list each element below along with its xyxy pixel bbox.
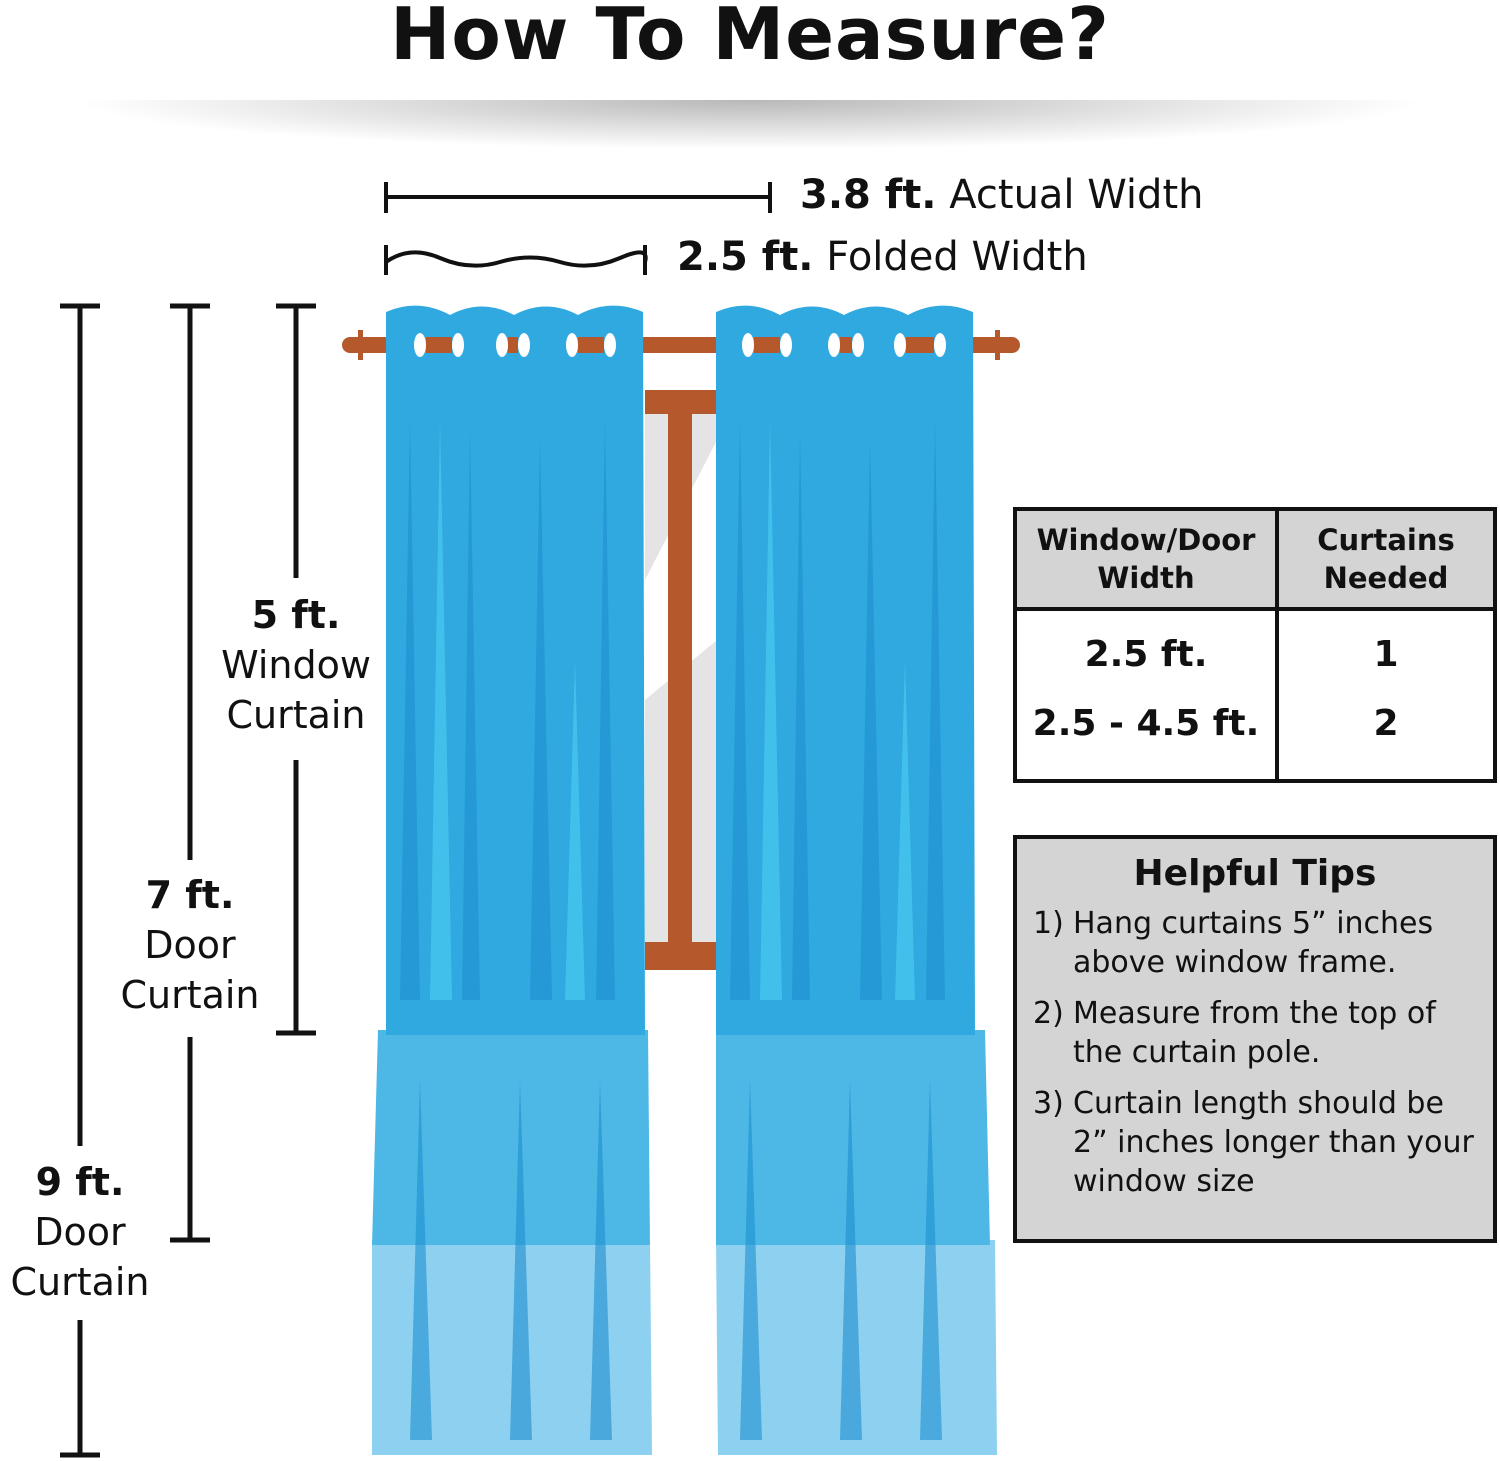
left-curtain [372,305,652,1455]
length-label-9ft: 9 ft. Door Curtain [0,1157,170,1307]
tip-number: 2) [1033,996,1064,1031]
folded-width-marker [384,245,648,275]
tip-number: 3) [1033,1086,1064,1121]
tips-title: Helpful Tips [1133,853,1377,894]
cell-count: 2 [1275,687,1497,781]
tip-text: Curtain length should be 2” inches longe… [1073,1086,1474,1199]
tip-number: 1) [1033,906,1064,941]
length-value: 7 ft. [145,873,235,917]
header-text: Window/Door [1036,523,1256,557]
tip-text: Hang curtains 5” inches above window fra… [1073,906,1434,980]
cell-width: 2.5 ft. [1013,609,1279,688]
header-text: Width [1097,561,1195,595]
length-value: 9 ft. [35,1160,125,1204]
tip-item: 2) Measure from the top of the curtain po… [1033,994,1483,1072]
length-type: Curtain [226,693,366,737]
page-title: How To Measure? [390,0,1110,76]
actual-width-text: Actual Width [949,172,1204,218]
header-text: Curtains [1317,523,1455,557]
cell-count: 1 [1275,609,1497,688]
length-type: Door [34,1210,126,1254]
length-marker-7ft [170,303,210,1243]
length-label-5ft: 5 ft. Window Curtain [206,590,386,740]
length-type: Curtain [10,1260,150,1304]
length-type: Curtain [120,973,260,1017]
tip-item: 1) Hang curtains 5” inches above window f… [1033,904,1483,982]
header-text: Needed [1323,561,1449,595]
length-type: Door [144,923,236,967]
length-value: 5 ft. [251,593,341,637]
tip-item: 3) Curtain length should be 2” inches lon… [1033,1084,1483,1201]
folded-width-value: 2.5 ft. [677,234,814,280]
actual-width-label: 3.8 ft. Actual Width [800,172,1203,218]
table-row: 2.5 - 4.5 ft. 2 [1013,687,1497,781]
title-shadow-divider [70,100,1430,150]
cell-width: 2.5 - 4.5 ft. [1013,687,1279,781]
table-row: 2.5 ft. 1 [1013,609,1497,688]
length-marker-9ft [60,303,100,1458]
helpful-tips-box: Helpful Tips 1) Hang curtains 5” inches a… [1013,835,1497,1243]
length-marker-5ft [276,303,316,1036]
folded-width-label: 2.5 ft. Folded Width [677,234,1088,280]
tip-text: Measure from the top of the curtain pole… [1073,996,1436,1070]
folded-width-text: Folded Width [826,234,1088,280]
actual-width-value: 3.8 ft. [800,172,937,218]
length-type: Window [221,643,371,687]
length-label-7ft: 7 ft. Door Curtain [100,870,280,1020]
window-frame [645,390,717,970]
actual-width-marker [384,182,772,213]
right-curtain [716,305,997,1455]
